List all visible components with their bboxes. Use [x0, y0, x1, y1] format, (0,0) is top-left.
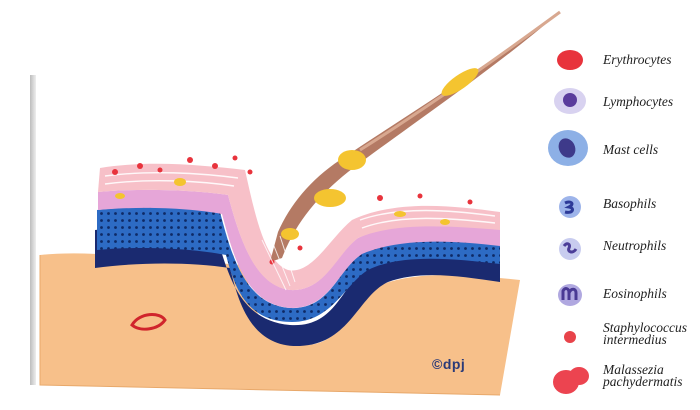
legend-label: Basophils [603, 198, 700, 210]
cell-legend: Erythrocytes Lymphocytes Mast cells Baso… [545, 44, 700, 406]
copyright-credit: ©dpj [432, 356, 465, 372]
legend-item-eosinophils: Eosinophils [545, 280, 700, 320]
legend-item-basophils: Basophils [545, 192, 700, 232]
legend-item-malassezia: Malassezia pachydermatis [545, 362, 700, 402]
mast-cell-icon [547, 128, 589, 168]
legend-item-staphylococcus: Staphylococcus intermedius [545, 320, 700, 360]
legend-item-neutrophils: Neutrophils [545, 234, 700, 274]
basophil-icon [557, 194, 583, 220]
lymphocyte-icon [553, 86, 587, 116]
staphylococcus-icon [561, 328, 579, 346]
legend-label: Eosinophils [603, 288, 700, 300]
legend-item-erythrocytes: Erythrocytes [545, 44, 700, 84]
eosinophil-icon [556, 282, 584, 308]
legend-label: Lymphocytes [603, 96, 700, 108]
legend-label: Mast cells [603, 144, 700, 156]
legend-item-lymphocytes: Lymphocytes [545, 86, 700, 126]
neutrophil-icon [557, 236, 583, 262]
legend-label: Erythrocytes [603, 54, 700, 66]
malassezia-icon [551, 364, 591, 396]
legend-label: Neutrophils [603, 240, 700, 252]
legend-item-mast-cells: Mast cells [545, 130, 700, 170]
legend-label: Malassezia pachydermatis [603, 364, 700, 388]
erythrocyte-icon [555, 48, 585, 72]
legend-label: Staphylococcus intermedius [603, 322, 700, 346]
